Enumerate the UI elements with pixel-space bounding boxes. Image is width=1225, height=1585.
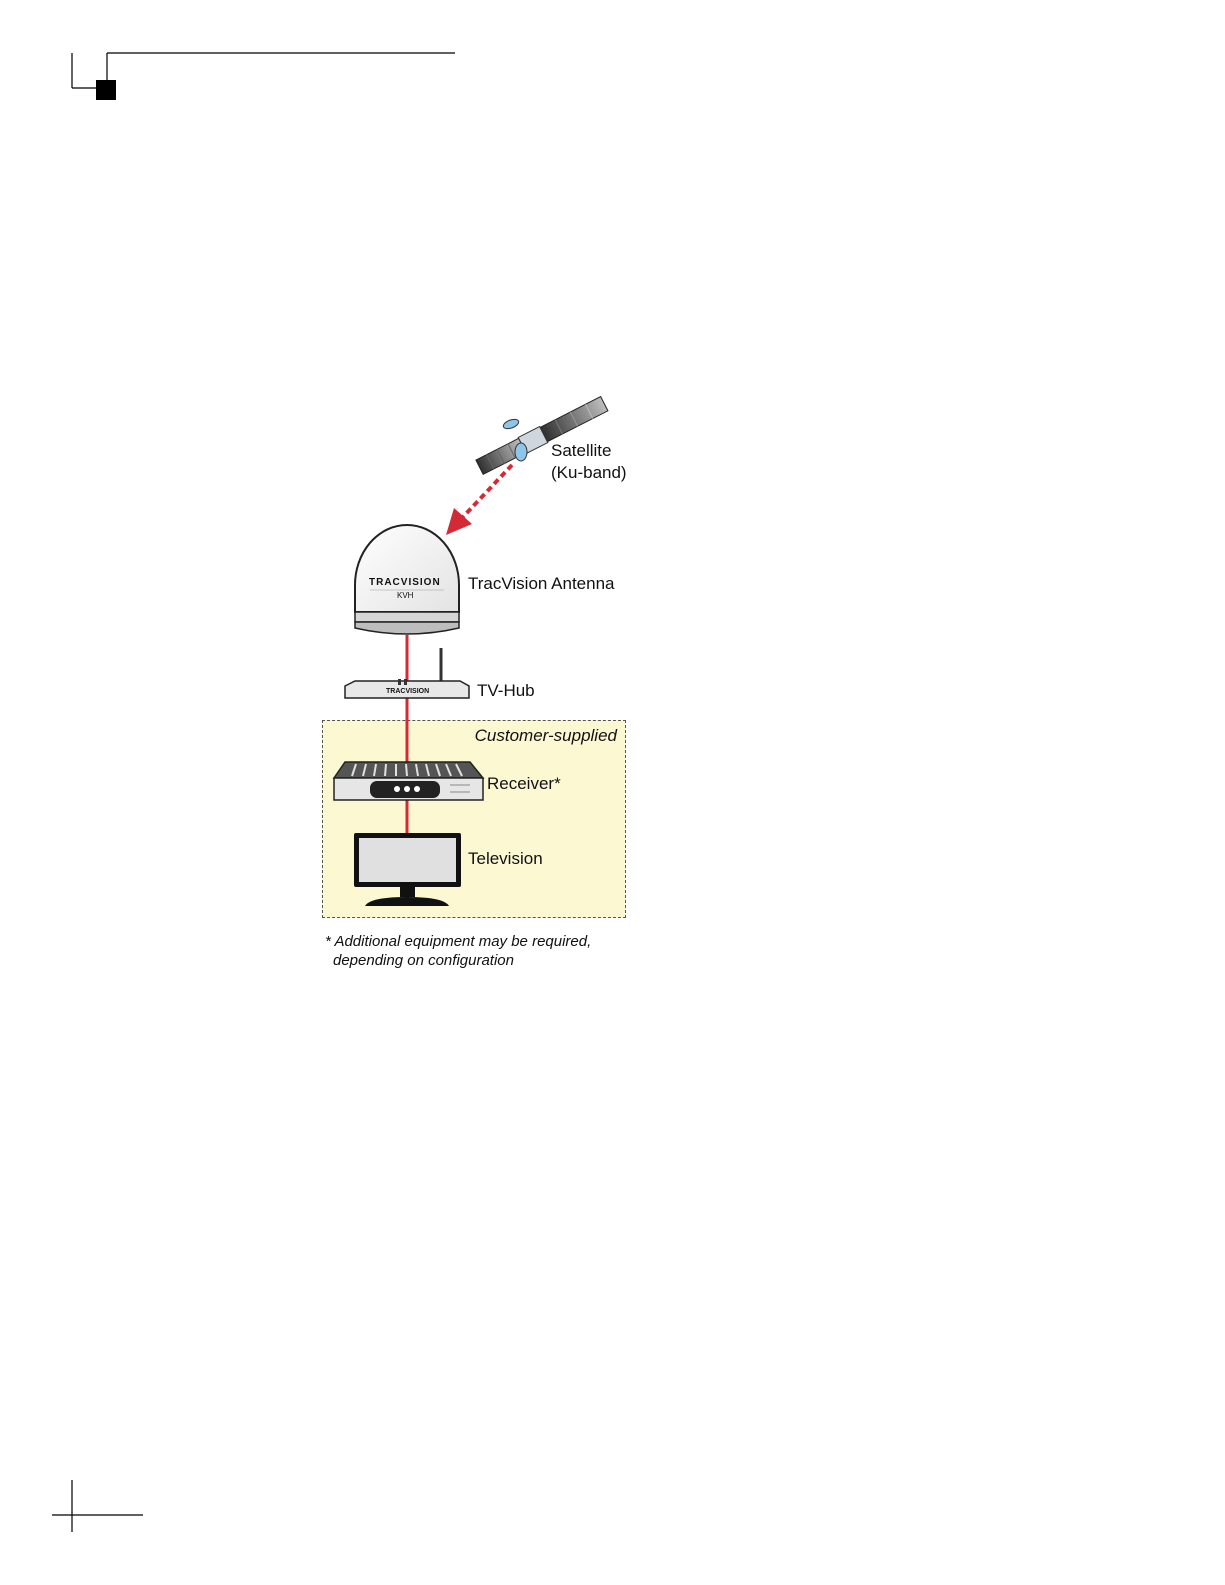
tv-hub-label: TV-Hub <box>477 680 535 702</box>
satellite-label-line2: (Ku-band) <box>551 462 627 484</box>
antenna-dome-subbrand: KVH <box>397 591 413 601</box>
tv-hub-brand: TRACVISION <box>386 687 429 696</box>
antenna-dome-brand: TRACVISION <box>369 577 441 589</box>
receiver-label: Receiver* <box>487 773 561 795</box>
footnote: * Additional equipment may be required, … <box>325 932 591 970</box>
television-label: Television <box>468 848 543 870</box>
signal-arrow <box>446 465 512 535</box>
footnote-line2: depending on configuration <box>325 951 591 970</box>
satellite-label-line1: Satellite <box>551 440 611 462</box>
antenna-label: TracVision Antenna <box>468 573 614 595</box>
receiver-icon <box>334 762 483 800</box>
television-icon <box>354 833 461 906</box>
footnote-line1: * Additional equipment may be required, <box>325 932 591 951</box>
